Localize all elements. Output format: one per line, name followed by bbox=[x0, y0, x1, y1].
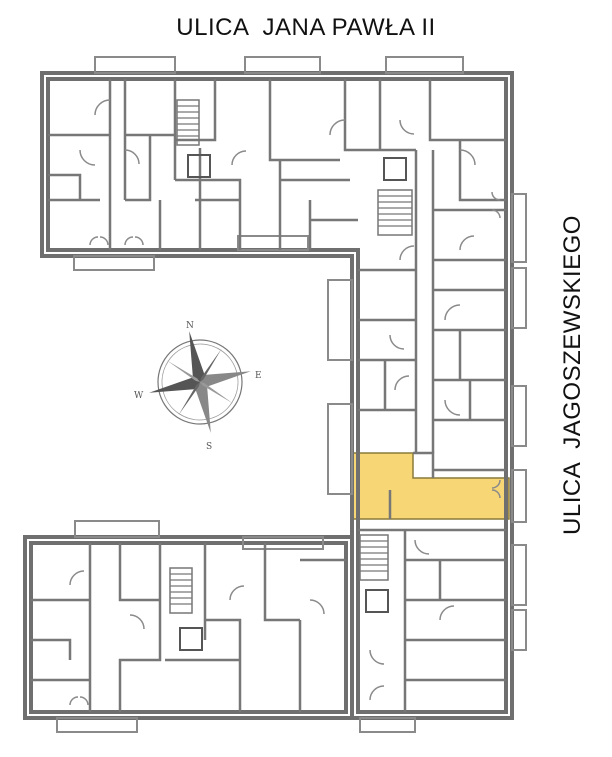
compass-south-label: S bbox=[206, 442, 212, 452]
compass-west-label: W bbox=[134, 391, 144, 401]
bottom-wing-inner-wall bbox=[29, 541, 348, 714]
stairwell-top-right bbox=[377, 157, 413, 236]
compass-east-label: E bbox=[255, 371, 262, 381]
highlighted-apartment[interactable] bbox=[351, 452, 510, 520]
compass-rose bbox=[149, 331, 251, 433]
corridor-walls bbox=[198, 148, 435, 712]
stairwell-right-bottom bbox=[359, 534, 389, 613]
balconies-right bbox=[327, 193, 527, 651]
interior-walls-top-wing bbox=[48, 79, 506, 250]
interior-walls-bottom-wing bbox=[31, 543, 346, 712]
stairwell-top-left bbox=[176, 99, 211, 178]
top-wing-inner-wall bbox=[46, 77, 508, 714]
street-label-jana-pawla: ULICA JANA PAWŁA II bbox=[176, 14, 436, 41]
interior-walls-vertical-wing bbox=[358, 208, 506, 682]
balconies-top bbox=[56, 56, 464, 733]
door-swings bbox=[69, 99, 501, 706]
stairwell-bottom-left bbox=[169, 567, 203, 651]
compass-north-label: N bbox=[186, 321, 194, 331]
